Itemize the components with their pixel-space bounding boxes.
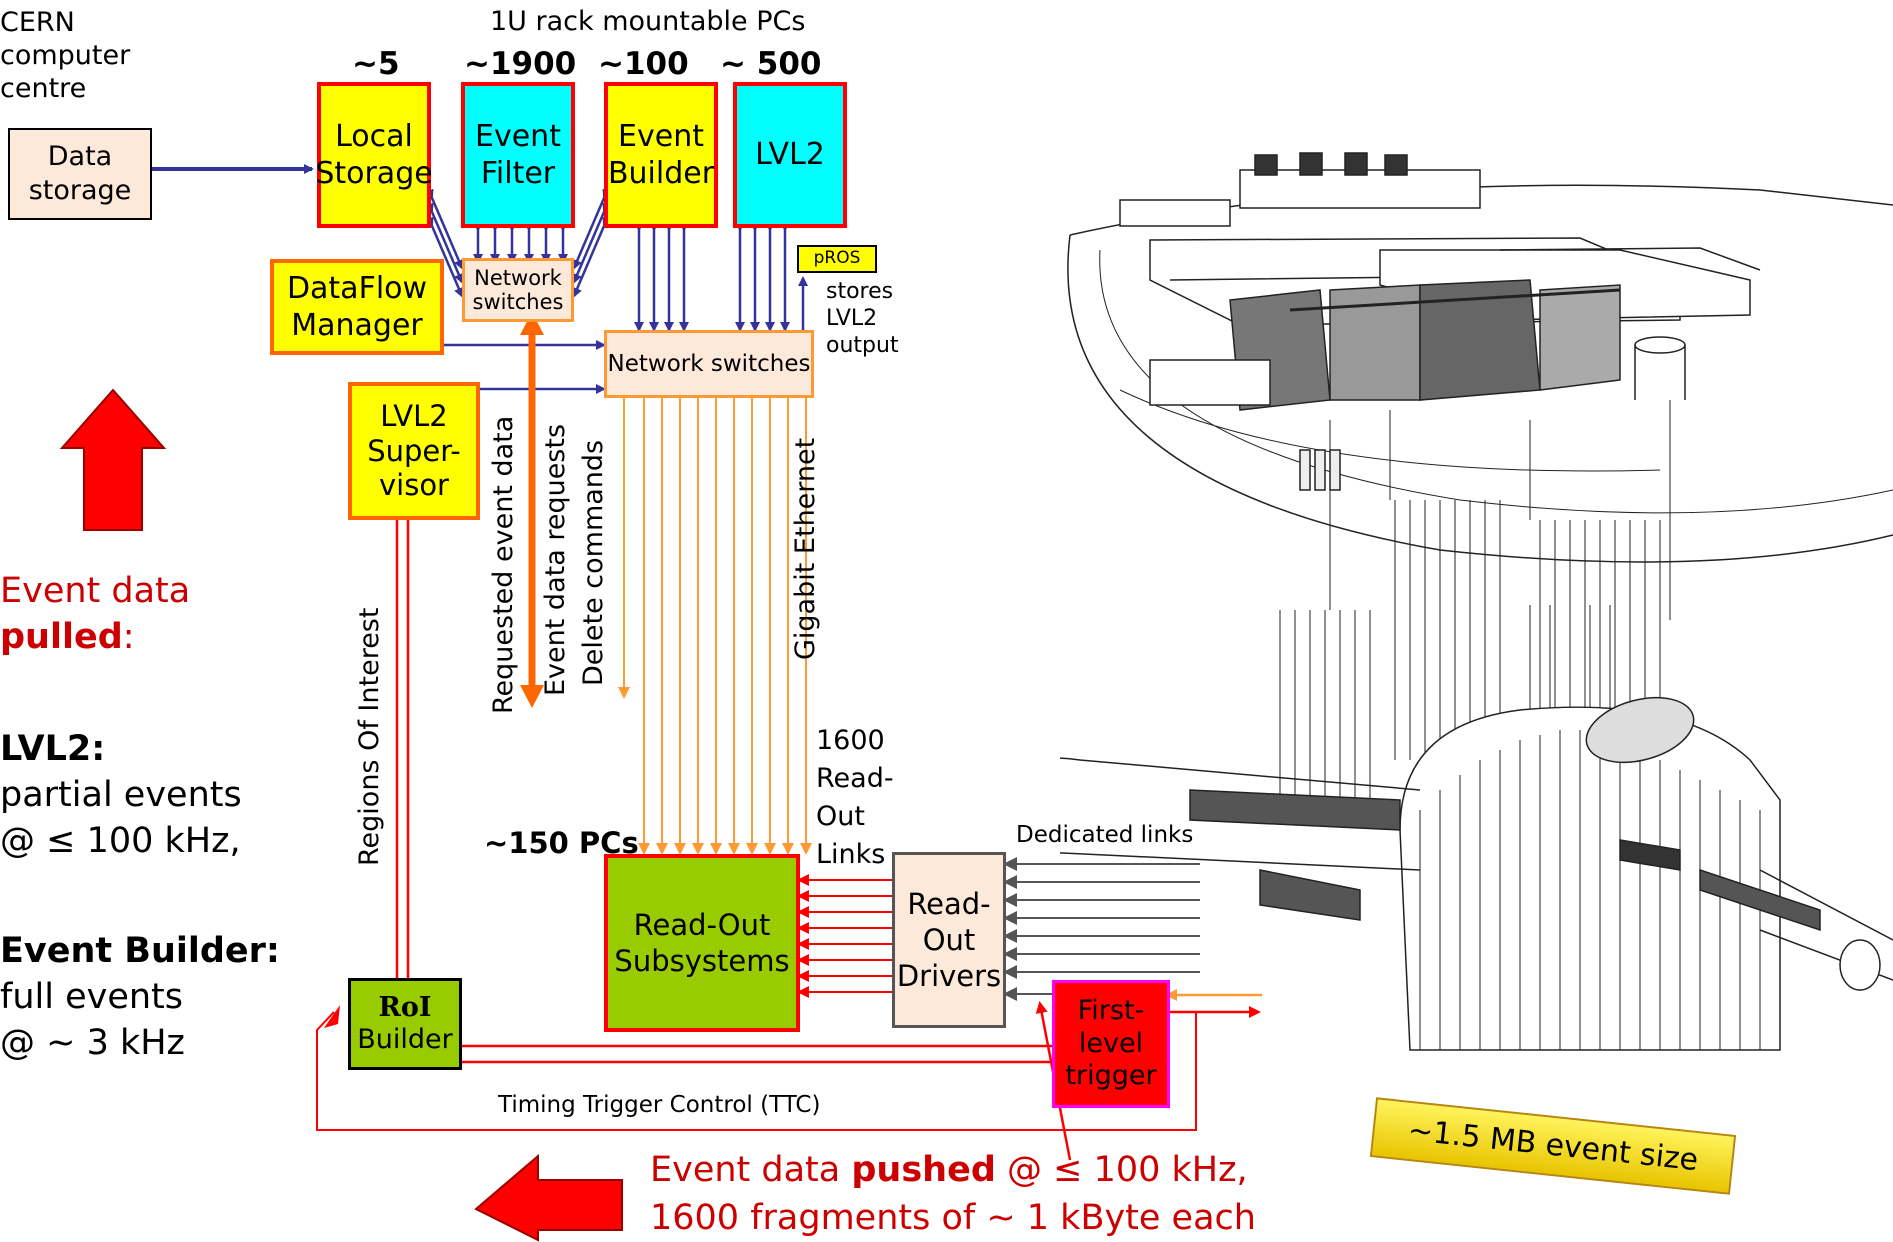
pulled-text: Event data pulled: [0, 568, 190, 660]
pros-note: stores LVL2 output [826, 278, 899, 359]
pcs-count-label: ~150 PCs [484, 826, 639, 860]
event-data-requests-label: Event data requests [540, 424, 571, 696]
rack-title: 1U rack mountable PCs [490, 6, 805, 37]
pros-box[interactable]: pROS [797, 245, 877, 273]
pulled-up-arrow [62, 390, 164, 530]
ttc-label: Timing Trigger Control (TTC) [498, 1092, 820, 1118]
regions-of-interest-label: Regions Of Interest [354, 608, 385, 866]
ros-input-arrows [800, 880, 892, 992]
ttc-arrowhead [324, 1005, 340, 1028]
gigabit-ethernet-lines [644, 398, 806, 852]
event-builder-rate-text: Event Builder: full events @ ~ 3 kHz [0, 928, 280, 1066]
count-lvl2: ~ 500 [720, 46, 821, 82]
count-event-filter: ~1900 [464, 46, 576, 82]
readout-links-label: 1600 Read- Out Links [816, 722, 894, 874]
lvl2-rate-text: LVL2: partial events @ ≤ 100 kHz, [0, 726, 242, 864]
count-local-storage: ~5 [352, 46, 400, 82]
count-event-builder: ~100 [598, 46, 689, 82]
pushed-text: Event data pushed @ ≤ 100 kHz, 1600 frag… [650, 1146, 1256, 1242]
network-switches-main-box[interactable]: Network switches [604, 330, 814, 398]
requested-event-data-label: Requested event data [488, 416, 519, 714]
pushed-left-arrow [476, 1156, 622, 1240]
builder-lvl2-switch-links [639, 230, 803, 330]
atlas-cavern-illustration [1060, 150, 1893, 1100]
cern-label: CERN computer centre [0, 6, 130, 105]
gigabit-ethernet-label: Gigabit Ethernet [790, 438, 821, 660]
lvl2-box[interactable]: LVL2 [733, 82, 847, 228]
delete-commands-label: Delete commands [578, 440, 609, 686]
